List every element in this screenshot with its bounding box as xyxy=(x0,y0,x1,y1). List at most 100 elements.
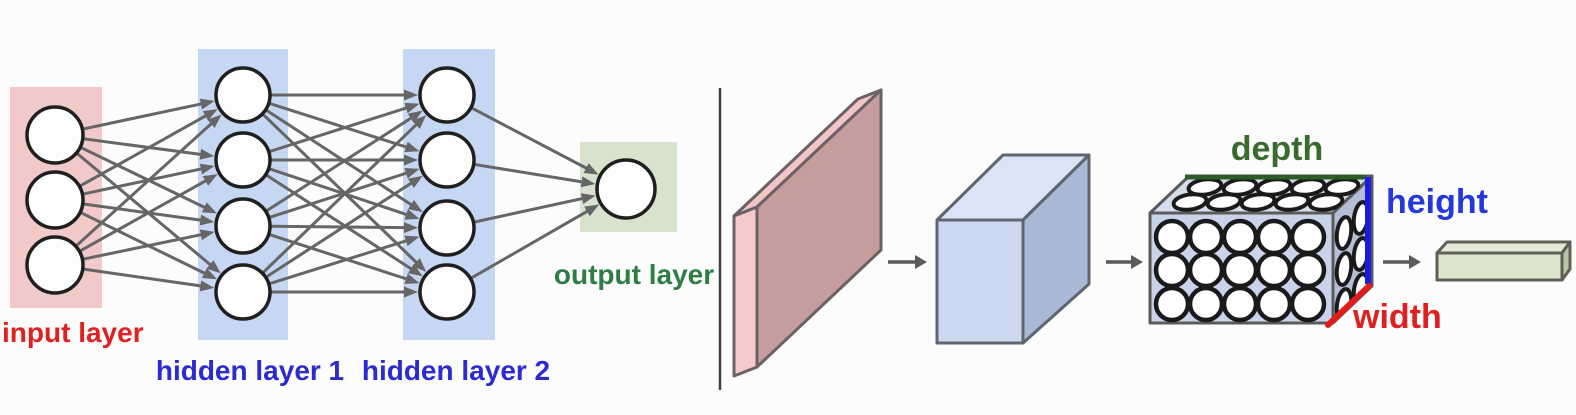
edge-line xyxy=(82,232,204,261)
edge-line xyxy=(264,181,414,279)
edge-line xyxy=(78,178,208,253)
edge-arrow-head-icon xyxy=(206,260,221,274)
edge-line xyxy=(268,171,409,220)
neuron-ellipse xyxy=(1171,192,1209,212)
arrow-head-icon xyxy=(1131,255,1143,269)
edge-line xyxy=(268,232,409,281)
neuron-circle xyxy=(1187,285,1225,323)
edge-arrow-head-icon xyxy=(404,209,420,220)
output-volume-bar xyxy=(1435,240,1572,282)
flow-arrow-2 xyxy=(1106,255,1143,269)
neuron-circle xyxy=(214,66,272,124)
edge-line xyxy=(269,224,407,230)
neuron-circle xyxy=(418,131,476,189)
neuron-circle xyxy=(214,131,272,189)
edge-arrow-head-icon xyxy=(199,229,215,241)
convnet-panel: depth height width xyxy=(732,88,1572,378)
slab-side-face xyxy=(755,88,883,369)
neuron-circle xyxy=(595,158,657,220)
neuron-ellipse xyxy=(1334,215,1354,251)
cube-front-face xyxy=(935,218,1025,345)
edge-arrow-head-icon xyxy=(407,175,423,188)
edge-line xyxy=(82,102,204,131)
edge-arrow-head-icon xyxy=(407,110,423,123)
neuron-circle xyxy=(1221,285,1259,323)
neuron-ellipse xyxy=(1273,192,1311,212)
volume-front-neurons xyxy=(1153,218,1327,323)
neuron-circle xyxy=(1153,285,1191,323)
neuron-circle xyxy=(1255,285,1293,323)
edge-arrow-head-icon xyxy=(403,222,419,234)
neuron-circle xyxy=(25,235,85,295)
edge-arrow-head-icon xyxy=(404,154,418,166)
edge-arrow-head-icon xyxy=(199,214,215,226)
neuron-ellipse xyxy=(1334,251,1354,287)
neuron-circle xyxy=(25,170,85,230)
edge-line xyxy=(82,202,203,222)
edge-line xyxy=(264,108,414,207)
edge-line xyxy=(268,167,409,217)
network-edges xyxy=(74,89,600,298)
flow-arrow-1 xyxy=(888,255,927,269)
neuron-circle xyxy=(1187,218,1225,256)
neuron-ellipse xyxy=(1255,177,1293,197)
edge-arrow-head-icon xyxy=(580,176,596,188)
edge-arrow-head-icon xyxy=(407,264,423,277)
height-label: height xyxy=(1386,183,1488,221)
edge-arrow-head-icon xyxy=(583,163,599,175)
edge-arrow-head-icon xyxy=(201,202,217,214)
neuron-circle xyxy=(1221,218,1259,256)
neuron-ellipse xyxy=(1307,192,1345,212)
neuron-circle xyxy=(1221,251,1259,289)
edge-line xyxy=(75,151,213,267)
input-volume-slab xyxy=(732,88,883,378)
edge-arrow-head-icon xyxy=(199,98,215,110)
edge-line xyxy=(82,167,204,196)
neuron-ellipse xyxy=(1205,192,1243,212)
edge-arrow-head-icon xyxy=(404,141,420,153)
arrow-head-icon xyxy=(915,255,927,269)
edge-line xyxy=(74,121,214,248)
slab-front-face xyxy=(732,205,759,378)
edge-arrow-head-icon xyxy=(404,286,418,298)
edge-arrow-head-icon xyxy=(199,280,215,292)
neuron-volume: depth height width xyxy=(1148,130,1488,336)
neuron-circle xyxy=(1289,218,1327,256)
edge-line xyxy=(268,106,409,154)
neuron-circle xyxy=(1153,251,1191,289)
depth-label: depth xyxy=(1231,130,1324,168)
edge-arrow-head-icon xyxy=(202,174,218,186)
edge-arrow-head-icon xyxy=(404,273,420,284)
edge-arrow-head-icon xyxy=(580,193,596,204)
edge-arrow-head-icon xyxy=(404,102,420,114)
edge-line xyxy=(473,162,584,184)
edge-line xyxy=(268,238,409,286)
neuron-circle xyxy=(214,197,272,255)
neuron-circle xyxy=(25,105,85,165)
network-neurons xyxy=(25,66,657,321)
edge-arrow-head-icon xyxy=(202,109,218,121)
edge-arrow-head-icon xyxy=(207,114,222,128)
bar-front-face xyxy=(1435,251,1564,282)
edge-arrow-head-icon xyxy=(407,199,423,213)
edge-line xyxy=(79,145,207,210)
neuron-circle xyxy=(418,263,476,321)
edge-arrow-head-icon xyxy=(201,268,217,280)
neuron-ellipse xyxy=(1323,177,1361,197)
neuron-circle xyxy=(418,199,476,257)
neuron-ellipse xyxy=(1289,177,1327,197)
hidden-layer1-label: hidden layer 1 xyxy=(156,355,344,386)
neuron-circle xyxy=(1255,251,1293,289)
edge-arrow-head-icon xyxy=(199,163,215,175)
edge-arrow-head-icon xyxy=(412,258,427,272)
edge-line xyxy=(78,113,208,188)
flow-arrow-3 xyxy=(1383,255,1421,269)
arrow-head-icon xyxy=(1409,255,1421,269)
edge-arrow-head-icon xyxy=(199,148,215,160)
hidden-volume-cube xyxy=(935,153,1091,345)
volume-top-neurons xyxy=(1171,177,1361,212)
edge-arrow-head-icon xyxy=(584,204,600,217)
bar-top-face xyxy=(1435,240,1572,255)
